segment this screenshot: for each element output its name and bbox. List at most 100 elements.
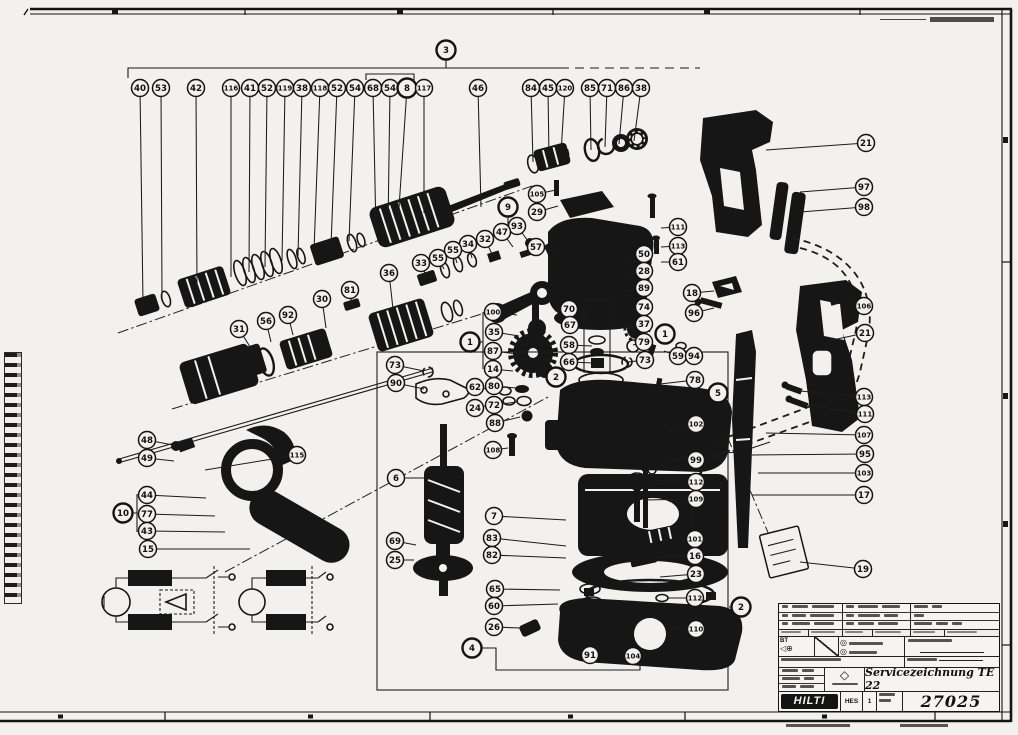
callout-58: 58 [559, 335, 579, 355]
svg-text:45: 45 [542, 84, 554, 94]
callout-45: 45 [538, 78, 558, 98]
leader-line-77 [146, 513, 216, 517]
svg-text:8: 8 [404, 84, 410, 94]
svg-text:71: 71 [601, 84, 613, 94]
svg-text:35: 35 [488, 328, 500, 338]
margin-legend-strip [4, 352, 22, 604]
callout-7: 7 [484, 506, 504, 526]
svg-text:99: 99 [690, 456, 702, 466]
callout-40: 40 [130, 78, 150, 98]
leader-line-45 [547, 87, 550, 159]
svg-text:10: 10 [117, 509, 129, 519]
svg-text:30: 30 [316, 295, 328, 305]
callout-36: 36 [379, 263, 399, 283]
svg-text:88: 88 [489, 419, 501, 429]
norm-symbol-icon: ◎ [840, 637, 847, 647]
callout-87: 87 [483, 341, 503, 361]
sheet-no-cell: 1 [863, 691, 877, 711]
svg-text:23: 23 [690, 570, 702, 580]
leader-line-95 [751, 453, 866, 456]
svg-text:82: 82 [486, 551, 498, 561]
author-cell: HES [841, 691, 863, 711]
callout-82: 82 [482, 545, 502, 565]
callout-62: 62 [465, 377, 485, 397]
svg-text:5: 5 [715, 389, 721, 399]
callout-103: 103 [854, 463, 874, 483]
svg-text:113: 113 [857, 394, 872, 402]
svg-text:1: 1 [467, 338, 473, 348]
motor-parts-silhouette [376, 351, 771, 691]
callout-9: 9 [497, 196, 519, 218]
callout-3: 3 [435, 39, 457, 61]
callout-42: 42 [186, 78, 206, 98]
svg-text:111: 111 [671, 224, 686, 232]
svg-text:26: 26 [488, 623, 500, 633]
callout-105: 105 [527, 184, 547, 204]
svg-text:100: 100 [486, 309, 501, 317]
svg-text:55: 55 [447, 246, 459, 256]
svg-text:55: 55 [432, 254, 444, 264]
callout-15: 15 [138, 539, 158, 559]
callout-72: 72 [484, 395, 504, 415]
callout-21: 21 [856, 133, 876, 153]
callout-33: 33 [411, 253, 431, 273]
svg-text:85: 85 [584, 84, 596, 94]
svg-text:38: 38 [296, 84, 308, 94]
callout-102: 102 [686, 414, 706, 434]
wiring-schematic-b [238, 566, 334, 634]
svg-text:92: 92 [282, 311, 294, 321]
svg-text:2: 2 [553, 373, 559, 383]
note-cell-right [905, 657, 999, 667]
callout-2: 2 [545, 366, 567, 388]
callout-80: 80 [484, 376, 504, 396]
callout-69: 69 [385, 531, 405, 551]
leader-line-40 [139, 87, 144, 304]
svg-text:50: 50 [638, 250, 650, 260]
leader-line-115 [204, 454, 298, 471]
svg-text:116: 116 [224, 85, 239, 93]
svg-text:21: 21 [860, 139, 872, 149]
svg-text:16: 16 [689, 552, 701, 562]
callout-119: 119 [275, 78, 295, 98]
svg-text:89: 89 [638, 284, 650, 294]
callout-4: 4 [461, 637, 483, 659]
callout-52: 52 [327, 78, 347, 98]
svg-text:47: 47 [496, 228, 508, 238]
callout-83: 83 [482, 528, 502, 548]
svg-text:90: 90 [390, 379, 402, 389]
leader-line-86 [618, 87, 625, 145]
callout-116: 116 [221, 78, 241, 98]
footer-print-bar [786, 724, 850, 727]
callout-97: 97 [854, 177, 874, 197]
callout-55: 55 [428, 248, 448, 268]
callout-28: 28 [634, 261, 654, 281]
revision-entries-left [779, 604, 843, 629]
svg-text:119: 119 [278, 85, 293, 93]
callout-57: 57 [526, 237, 546, 257]
svg-text:62: 62 [469, 383, 481, 393]
callout-112: 112 [686, 472, 706, 492]
leader-line-21 [765, 142, 867, 151]
svg-text:96: 96 [688, 309, 700, 319]
handle-parts-silhouette [691, 110, 871, 579]
callout-118: 118 [310, 78, 330, 98]
svg-text:111: 111 [858, 411, 873, 419]
svg-text:40: 40 [134, 84, 146, 94]
leader-line-111 [801, 403, 866, 415]
callout-100: 100 [483, 302, 503, 322]
svg-text:24: 24 [469, 404, 481, 414]
callout-53: 53 [151, 78, 171, 98]
callout-113: 113 [854, 387, 874, 407]
callout-96: 96 [684, 303, 704, 323]
leader-line-84 [530, 87, 534, 163]
svg-text:42: 42 [190, 84, 202, 94]
svg-text:113: 113 [671, 243, 686, 251]
callout-71: 71 [597, 78, 617, 98]
leader-line-119 [281, 87, 286, 262]
callout-47: 47 [492, 222, 512, 242]
date-signature-cells [779, 667, 825, 691]
footer-row: HILTI HES 1 27025 [779, 691, 999, 711]
callout-5: 5 [707, 382, 729, 404]
